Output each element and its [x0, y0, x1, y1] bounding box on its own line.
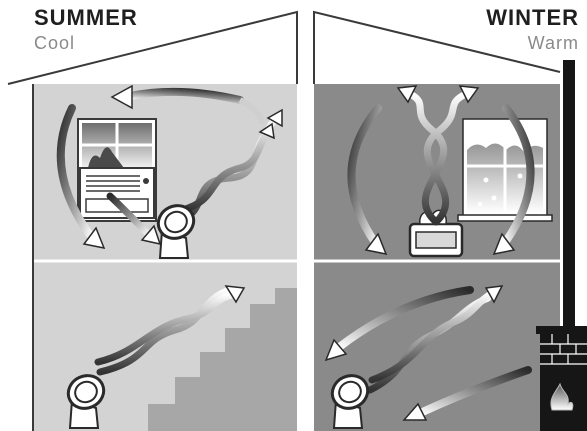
winter-window: [458, 119, 552, 221]
air-conditioner-icon: [80, 168, 154, 218]
summer-title: SUMMER: [34, 7, 138, 29]
winter-house: [314, 60, 587, 431]
summer-subtitle: Cool: [34, 34, 75, 52]
summer-house: [33, 84, 297, 431]
chimney: [563, 60, 575, 331]
winter-title: WINTER: [486, 7, 579, 29]
winter-subtitle: Warm: [528, 34, 579, 52]
fireplace-icon: [536, 326, 587, 431]
